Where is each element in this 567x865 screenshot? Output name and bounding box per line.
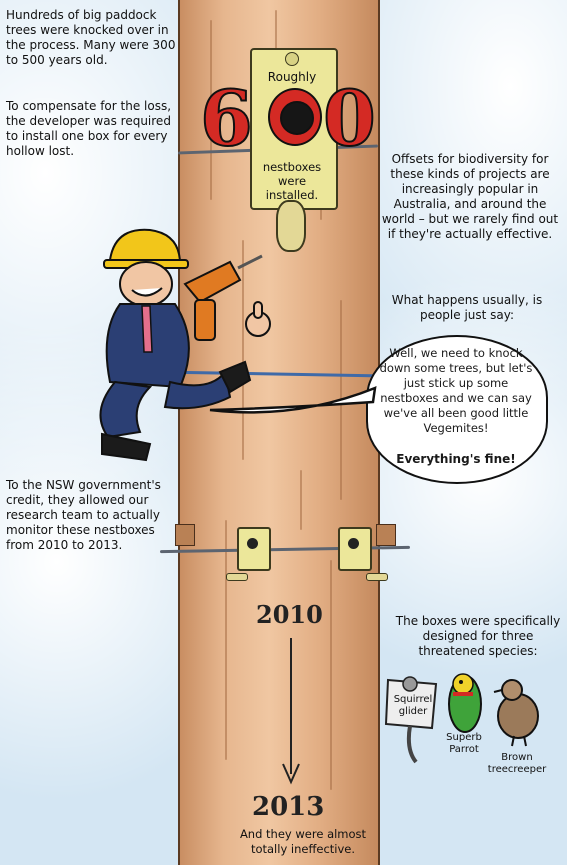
roughly-label: Roughly [267,70,317,84]
nestbox-perch [276,200,306,252]
offsets-text: Offsets for biodiversity for these kinds… [381,152,559,241]
brown-treecreeper-label: Brown treecreeper [487,752,547,775]
timeline-arrow [282,638,300,785]
wood-grain [210,20,212,200]
small-nestbox-left [237,527,271,571]
wood-grain [225,520,227,760]
year-2013: 2013 [252,792,325,822]
worker-with-drill [99,228,271,462]
compensate-text: To compensate for the loss, the develope… [6,99,172,158]
wood-grain [330,560,332,790]
everythings-fine-text: Everything's fine! [396,452,516,466]
trees-knocked-text: Hundreds of big paddock trees were knock… [6,8,176,67]
digit-six: 6 [199,73,254,164]
what-happens-text: What happens usually, is people just say… [391,293,543,322]
wood-grain [242,240,244,460]
small-nestbox-perch [366,573,388,581]
nestbox-entrance-hole [268,88,322,146]
number-600: 6 0 [199,73,377,164]
speech-bubble-text: Well, we need to knock down some trees, … [379,346,533,435]
superb-parrot-label: Superb Parrot [446,732,482,755]
speech-bubble [366,335,548,484]
mount-bracket [175,524,195,546]
nsw-credit-text: To the NSW government's credit, they all… [6,478,161,552]
small-nestbox-right [338,527,372,571]
wood-grain [300,470,302,530]
digit-zero: 0 [322,73,377,164]
small-nestbox-perch [226,573,248,581]
nestbox-screw-top [285,52,299,66]
nestboxes-installed-caption: nestboxes were installed. [262,160,322,202]
squirrel-glider-illustration [384,676,438,764]
species-intro-text: The boxes were specifically designed for… [395,614,561,658]
brown-treecreeper-illustration [493,679,539,747]
wood-grain [275,10,277,50]
superb-parrot-illustration [448,673,482,733]
ineffective-text: And they were almost totally ineffective… [239,827,367,856]
year-2010: 2010 [256,600,323,629]
speech-bubble-tail [209,386,377,414]
mount-bracket [376,524,396,546]
squirrel-glider-label: Squirrel glider [393,694,433,717]
